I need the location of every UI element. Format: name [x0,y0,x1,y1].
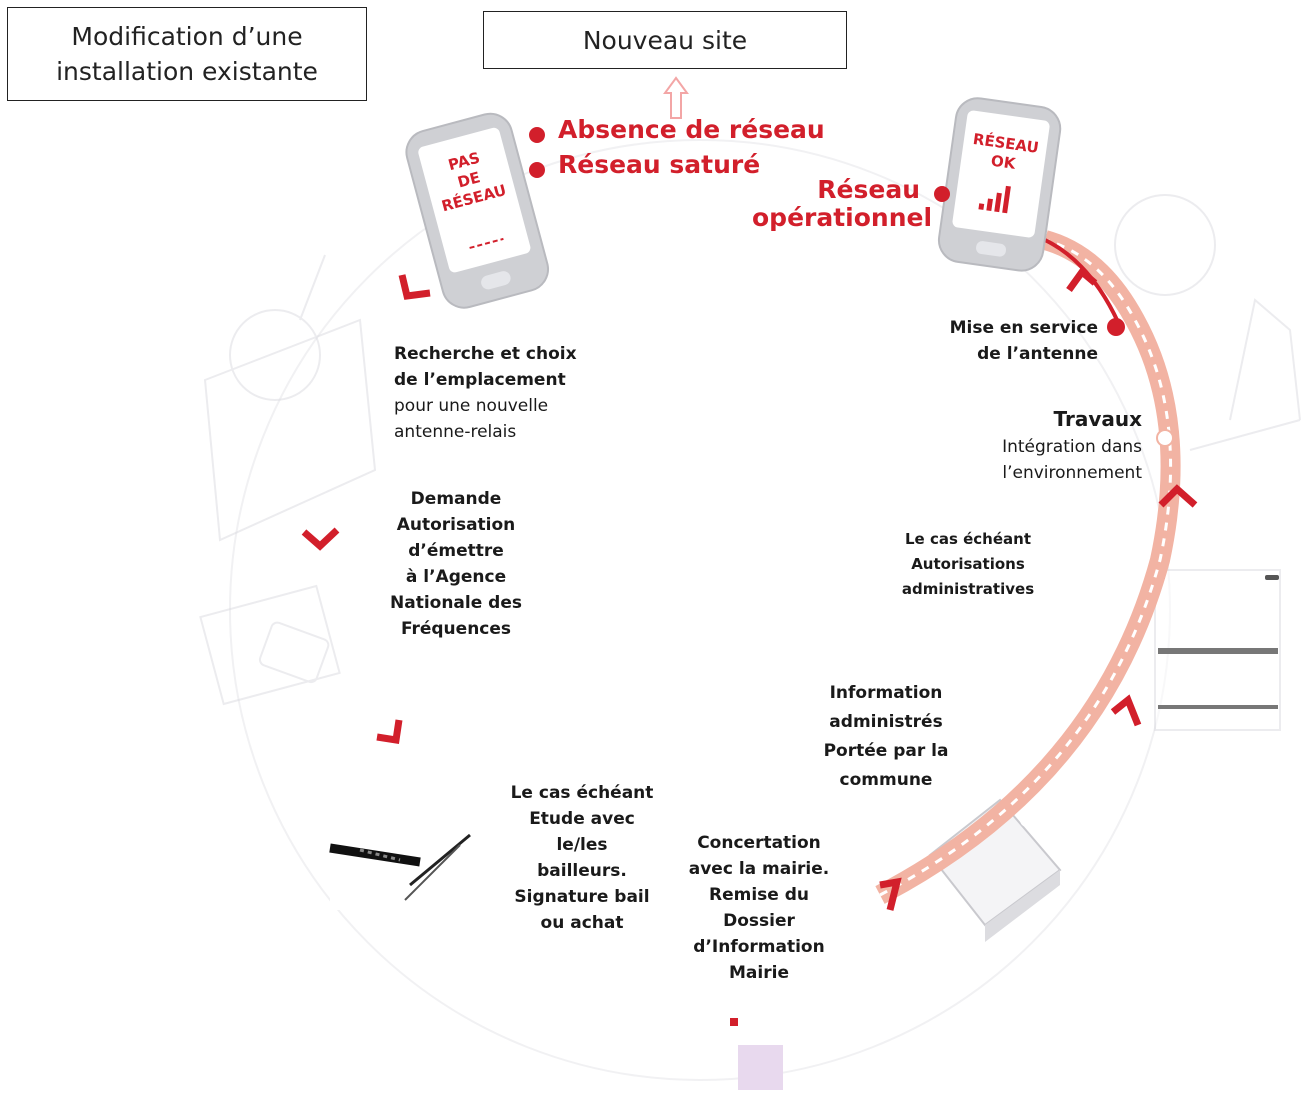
step-recherche: Recherche et choix de l’emplacement pour… [394,341,577,445]
up-arrow-icon [663,76,689,119]
pin-illustration [299,254,326,321]
chevron-5-icon [1110,694,1142,727]
phone-no-network: PAS DE RÉSEAU [405,112,549,309]
concertation-line-5: d’Information [693,937,825,957]
step-mise-en-service: Mise en service de l’antenne [930,315,1098,367]
operationnel-line1: Réseau [817,175,920,204]
demande-line-1: Demande [410,489,502,509]
bailleurs-line-5: Signature bail [514,887,650,907]
step-autorisations: Le cas échéant Autorisations administrat… [888,527,1048,602]
sature-label: Réseau saturé [558,150,761,179]
step-information: Information administrés Portée par la co… [816,679,956,795]
nouveau-site-box: Nouveau site [483,11,847,69]
information-line-4: commune [839,770,933,790]
concertation-line-1: Concertation [697,833,821,853]
travaux-desc-1: Intégration dans [1002,437,1142,457]
phone-network-ok-line2: OK [990,152,1018,173]
information-line-3: Portée par la [823,741,949,761]
logo-illustration [1114,194,1216,296]
autorisations-line-2: Autorisations [911,555,1025,573]
travaux-title: Travaux [1053,407,1142,431]
step-demande: Demande Autorisation d’émettre à l’Agenc… [376,486,536,642]
sature-bullet [529,162,545,178]
concertation-line-6: Mairie [729,963,789,983]
modification-label: Modification d’une installation existant… [56,22,318,86]
chevron-3-icon [376,719,403,745]
recherche-title-1: Recherche et choix [394,344,577,364]
mise-en-service-line-1: Mise en service [949,318,1098,338]
modification-box: Modification d’une installation existant… [7,7,367,101]
chevron-6-icon [1158,484,1198,508]
information-line-1: Information [829,683,943,703]
milestone-dot-mise-en-service [1107,318,1125,336]
chevron-7-icon [1066,266,1098,293]
milestone-dot-laptop [1020,813,1034,827]
chevron-2-icon [301,527,340,551]
recherche-desc-1: pour une nouvelle [394,396,549,416]
demande-line-4: à l’Agence [405,567,507,587]
recherche-title-2: de l’emplacement [394,370,566,390]
phone-network-ok: RÉSEAU OK [937,97,1062,272]
chevron-4-icon [879,877,902,911]
bailleurs-line-1: Le cas échéant [510,783,654,803]
nouveau-site-label: Nouveau site [582,25,748,55]
step-bailleurs: Le cas échéant Etude avec le/les bailleu… [502,780,662,936]
phone-no-network-line2: DE [456,168,483,191]
concertation-line-4: Dossier [723,911,795,931]
bailleurs-line-3: le/les [556,835,608,855]
chevron-1-icon [398,274,431,300]
bottom-document-illustration [730,1018,783,1090]
absence-bullet [529,127,545,143]
step-travaux: Travaux Intégration dans l’environnement [980,404,1142,486]
demande-line-2: Autorisation [396,515,516,535]
signal-bars-icon [978,185,1011,214]
mise-en-service-line-2: de l’antenne [977,344,1098,364]
autorisations-line-3: administratives [901,580,1035,598]
absence-label: Absence de réseau [558,115,825,144]
chevrons [301,266,1198,911]
operationnel-label: Réseau opérationnel [752,175,933,232]
operationnel-bullet [934,186,950,202]
concertation-line-2: avec la mairie. [688,859,830,879]
signature-illustration [329,820,475,910]
stamp-illustration [258,621,330,684]
demande-line-3: d’émettre [408,541,504,561]
concertation-line-3: Remise du [709,885,809,905]
operationnel-line2: opérationnel [752,203,933,232]
demande-line-5: Nationale des [390,593,522,613]
bailleurs-line-4: bailleurs. [537,861,627,881]
magnifier-illustration [229,309,321,401]
demande-line-6: Fréquences [400,619,512,639]
autorisations-line-1: Le cas échéant [904,530,1031,548]
hill-illustration [1189,419,1301,451]
milestone-dot-travaux [1156,429,1174,447]
map-illustration [203,318,377,542]
progress-path-dashes [879,238,1173,897]
recherche-desc-2: antenne-relais [394,422,517,442]
tree-illustration [1229,298,1301,421]
travaux-desc-2: l’environnement [1002,463,1142,483]
bailleurs-line-2: Etude avec [529,809,635,829]
document-illustration [199,584,341,706]
bailleurs-line-6: ou achat [540,913,624,933]
laptop-illustration [928,798,1062,942]
information-line-2: administrés [829,712,943,732]
step-concertation: Concertation avec la mairie. Remise du D… [684,830,834,986]
